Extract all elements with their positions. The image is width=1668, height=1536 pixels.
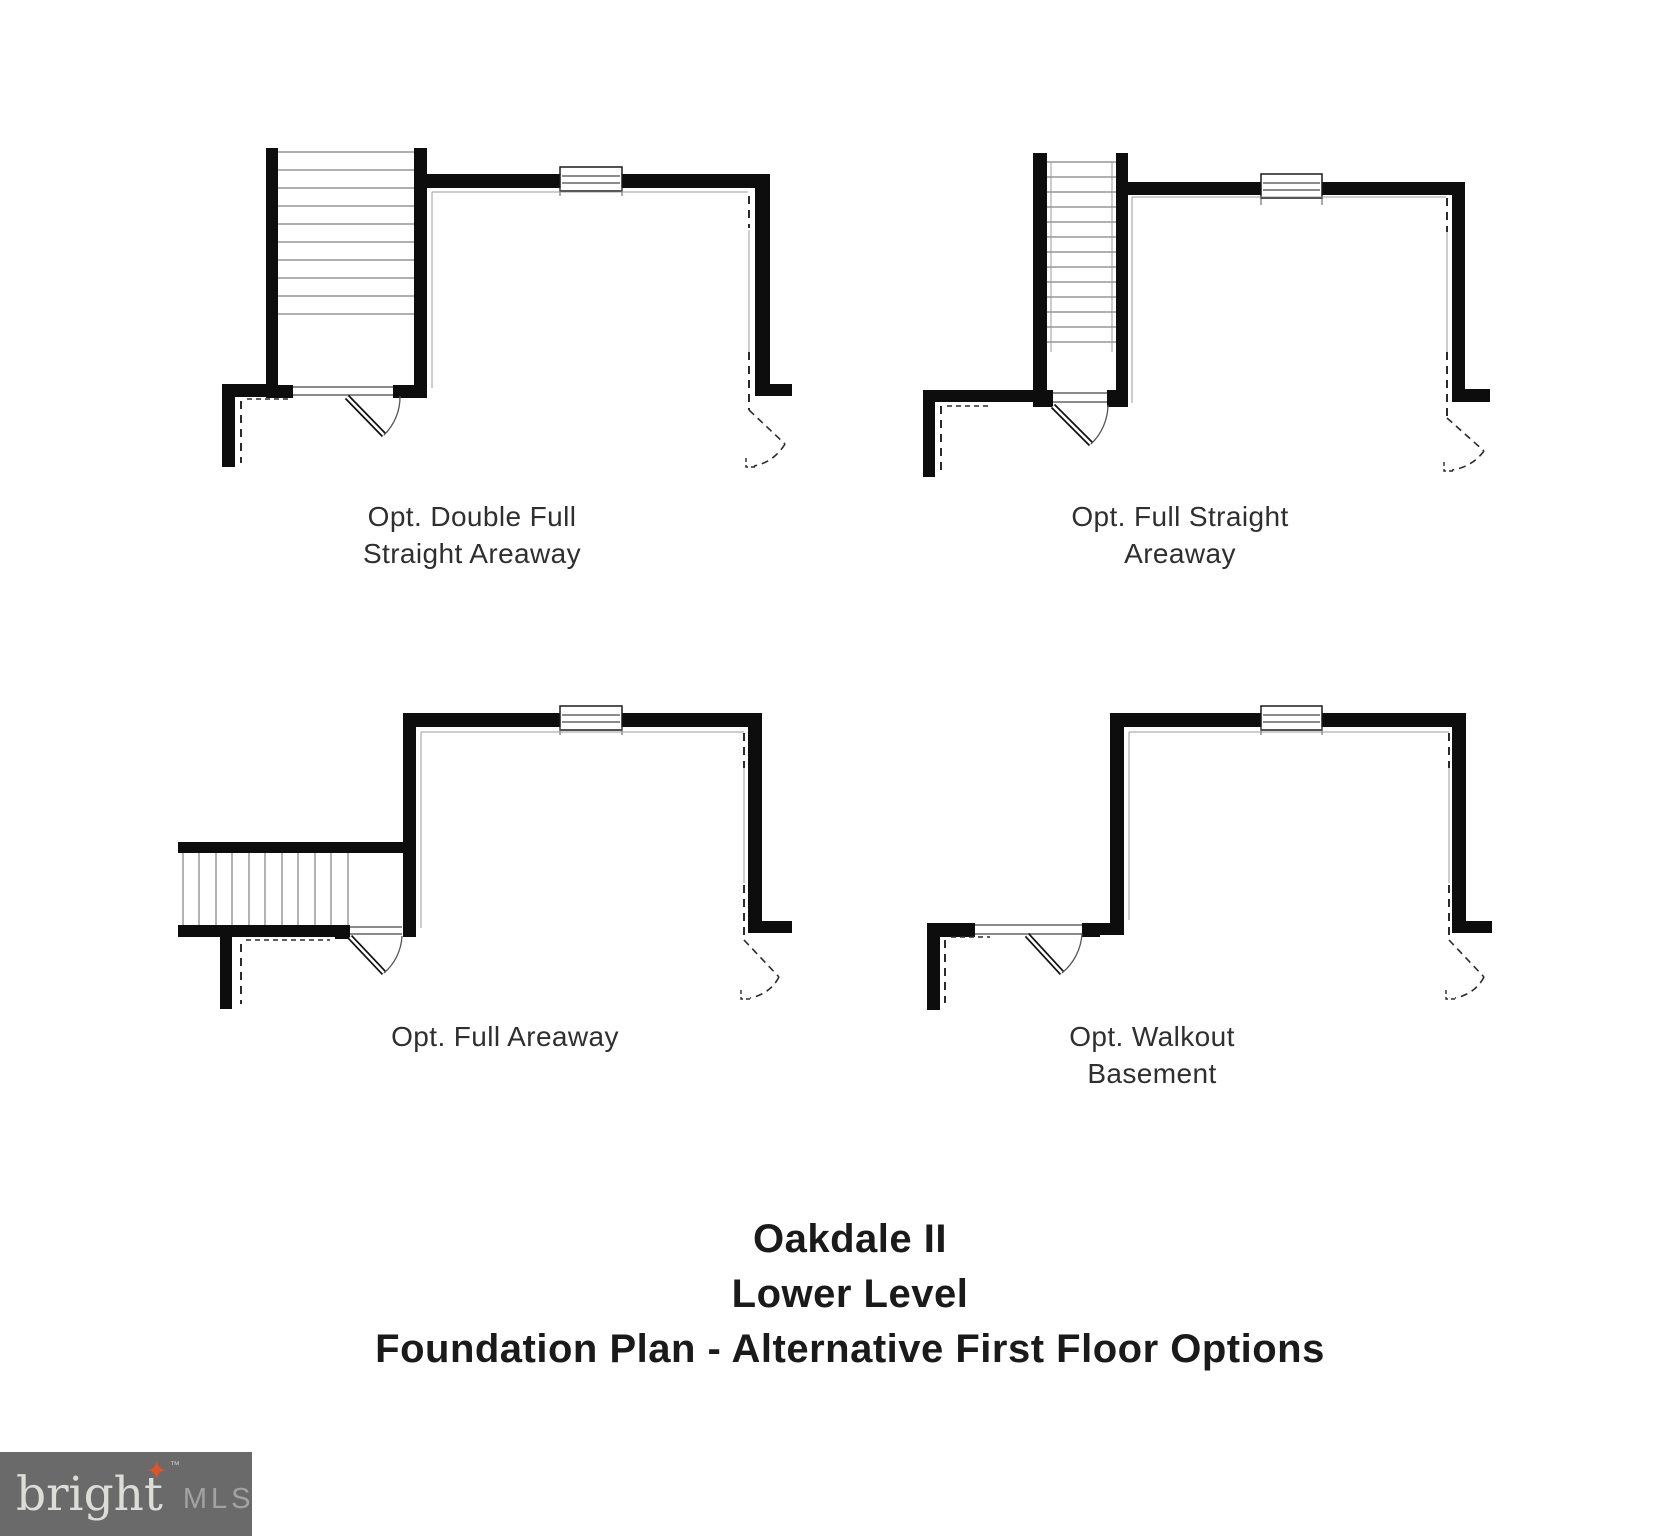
walls xyxy=(923,153,1490,477)
footing-lines xyxy=(350,731,745,935)
optional-door-dashed xyxy=(240,733,780,1004)
footing-lines xyxy=(975,731,1450,935)
plan-label-line: Basement xyxy=(1087,1058,1217,1089)
brightmls-logo-wordmark: bright xyxy=(16,1466,163,1522)
floorplan-full-areaway xyxy=(178,705,792,1009)
window xyxy=(1260,705,1323,735)
brightmls-logo: bright ✦ ™ MLS xyxy=(0,1452,252,1536)
plan-label-line: Opt. Full Straight xyxy=(1071,501,1289,532)
footing-lines xyxy=(1053,196,1448,403)
floorplan-walkout-basement xyxy=(927,705,1492,1010)
plan-label-line: Opt. Double Full xyxy=(367,501,577,532)
window xyxy=(559,166,623,196)
plan-label-double-full-straight-areaway: Opt. Double Full Straight Areaway xyxy=(262,498,682,572)
plan-label-full-areaway: Opt. Full Areaway xyxy=(295,1018,715,1055)
optional-door-dashed xyxy=(944,733,1485,1003)
sheet-title: Oakdale II Lower Level Foundation Plan -… xyxy=(16,1212,1668,1377)
star-icon: ✦ xyxy=(145,1455,168,1487)
sheet-title-level: Lower Level xyxy=(731,1272,969,1316)
brightmls-logo-brand: bright ✦ ™ xyxy=(16,1458,180,1518)
plan-label-line: Straight Areaway xyxy=(362,538,582,569)
footing-lines xyxy=(293,191,750,396)
window xyxy=(559,705,623,735)
staircase xyxy=(1047,161,1116,352)
sheet-title-model: Oakdale II xyxy=(753,1217,947,1261)
plan-label-line: Opt. Full Areaway xyxy=(391,1021,619,1052)
optional-door-dashed xyxy=(940,198,1485,473)
sheet-title-description: Foundation Plan - Alternative First Floo… xyxy=(375,1327,1325,1371)
plan-label-walkout-basement: Opt. Walkout Basement xyxy=(942,1018,1362,1092)
entry-door xyxy=(344,394,401,438)
floorplan-full-straight-areaway xyxy=(923,153,1490,477)
staircase xyxy=(278,151,414,315)
plan-label-line: Opt. Walkout xyxy=(1069,1021,1235,1052)
entry-door xyxy=(1024,932,1083,976)
walls xyxy=(178,713,792,1009)
entry-door xyxy=(1050,403,1109,447)
floorplan-double-full-straight-areaway xyxy=(222,148,792,468)
trademark-symbol: ™ xyxy=(169,1459,180,1471)
entry-door xyxy=(347,934,403,976)
brightmls-logo-suffix: MLS xyxy=(182,1482,255,1515)
optional-door-dashed xyxy=(240,196,786,468)
window xyxy=(1260,173,1323,205)
staircase xyxy=(182,853,349,925)
plan-label-line: Areaway xyxy=(1124,538,1236,569)
walls xyxy=(222,148,792,467)
plan-label-full-straight-areaway: Opt. Full Straight Areaway xyxy=(970,498,1390,572)
walls xyxy=(927,713,1492,1010)
